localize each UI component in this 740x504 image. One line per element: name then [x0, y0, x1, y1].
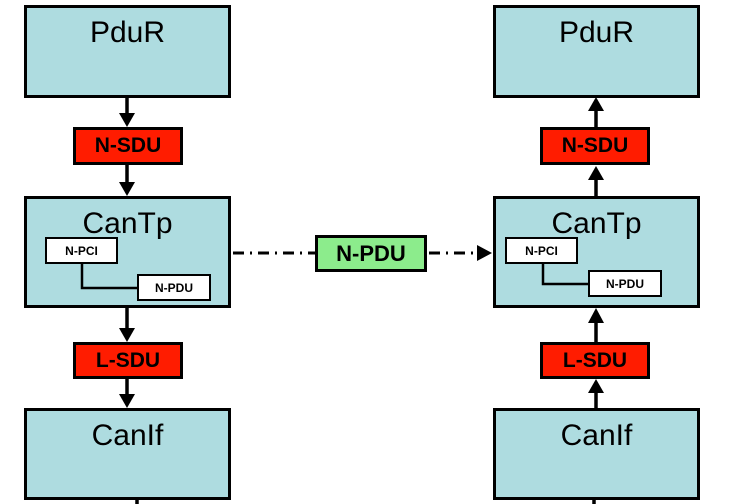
- arrow-left-pdur-to-nsdu: [119, 97, 135, 127]
- l-sdu-label-left: L-SDU: [95, 348, 161, 372]
- arrow-right-lsdu-to-cantp: [588, 308, 604, 342]
- n-sdu-label-right: N-SDU: [561, 134, 629, 157]
- pdur-box-left: PduR: [24, 5, 231, 98]
- l-sdu-label-right: L-SDU: [562, 348, 628, 372]
- n-pdu-box-right: N-PDU: [588, 270, 662, 297]
- n-pdu-box-left: N-PDU: [137, 274, 211, 301]
- n-pdu-label-right: N-PDU: [606, 276, 644, 291]
- n-pdu-link-label: N-PDU: [336, 240, 406, 266]
- n-pci-label-left: N-PCI: [65, 243, 98, 258]
- canif-label-right: CanIf: [560, 419, 633, 452]
- pdur-label-left: PduR: [89, 16, 166, 49]
- n-pdu-label-left: N-PDU: [155, 280, 193, 295]
- pdur-box-right: PduR: [493, 5, 700, 98]
- n-sdu-box-right: N-SDU: [540, 127, 650, 165]
- arrow-right-nsdu-to-pdur: [588, 97, 604, 127]
- n-pci-box-left: N-PCI: [45, 237, 118, 264]
- canif-box-left: CanIf: [24, 408, 231, 500]
- pdur-label-right: PduR: [558, 16, 635, 49]
- arrow-left-cantp-to-lsdu: [119, 308, 135, 342]
- n-sdu-box-left: N-SDU: [73, 127, 183, 165]
- n-pci-label-right: N-PCI: [525, 243, 558, 258]
- l-sdu-box-right: L-SDU: [540, 342, 650, 379]
- n-pdu-link-box: N-PDU: [315, 235, 427, 272]
- canif-label-left: CanIf: [91, 419, 164, 452]
- arrow-right-cantp-to-nsdu: [588, 166, 604, 196]
- arrow-left-nsdu-to-cantp: [119, 165, 135, 196]
- l-sdu-box-left: L-SDU: [73, 342, 183, 379]
- arrow-right-canif-to-lsdu: [588, 379, 604, 408]
- cantp-label-right: CanTp: [551, 207, 642, 240]
- n-pci-box-right: N-PCI: [505, 237, 578, 264]
- arrow-left-lsdu-to-canif: [119, 379, 135, 408]
- canif-box-right: CanIf: [493, 408, 700, 500]
- cantp-label-left: CanTp: [82, 207, 173, 240]
- n-sdu-label-left: N-SDU: [94, 134, 162, 157]
